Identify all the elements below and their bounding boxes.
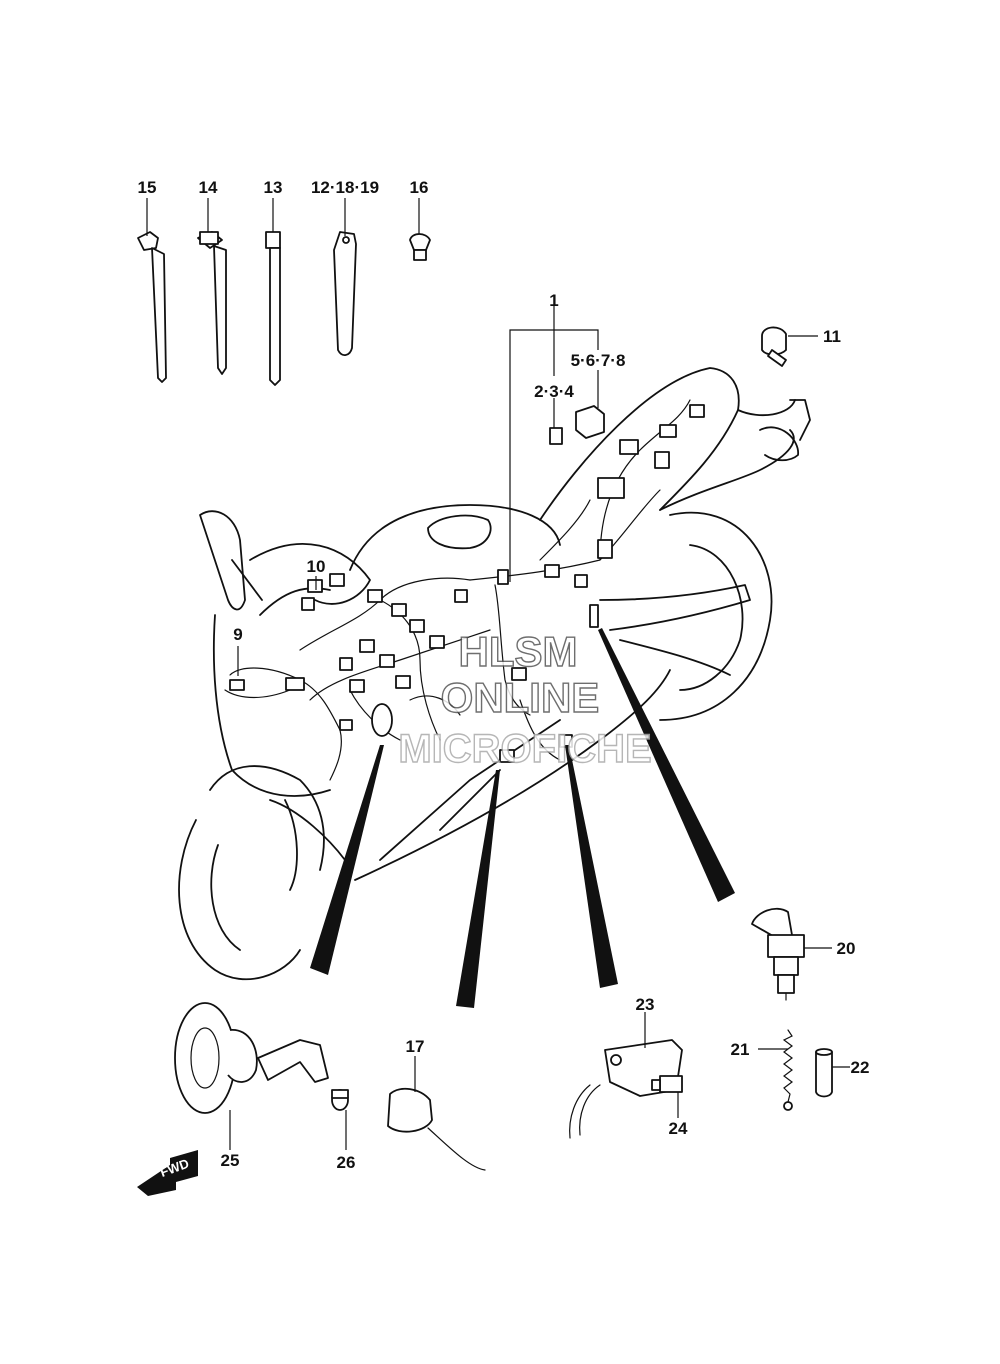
watermark-line-2: ONLINE (441, 674, 600, 721)
watermark-line-3: MICROFICHE (398, 727, 651, 771)
callout-12-18-19: 12·18·19 (311, 178, 379, 197)
callout-10: 10 (307, 557, 326, 576)
callout-24: 24 (669, 1119, 688, 1138)
cable-tie-15 (137, 231, 167, 383)
callout-labels: 15 14 13 12·18·19 16 1 5·6·7·8 2·3·4 11 … (138, 178, 870, 1172)
spring-21 (782, 1029, 793, 1111)
callout-26: 26 (337, 1153, 356, 1172)
callout-2-3-4: 2·3·4 (534, 382, 574, 401)
callout-9: 9 (233, 625, 242, 644)
callout-1: 1 (549, 291, 558, 310)
bolt-24 (651, 1075, 683, 1093)
callout-13: 13 (264, 178, 283, 197)
callout-17: 17 (406, 1037, 425, 1056)
relay-5 (575, 405, 605, 439)
switch-20 (751, 907, 805, 1001)
bolt-26 (331, 1089, 349, 1111)
callout-23: 23 (636, 995, 655, 1014)
band-12 (333, 231, 357, 356)
callout-11: 11 (823, 327, 841, 346)
fwd-arrow: FWD (137, 1150, 198, 1196)
callout-16: 16 (410, 178, 429, 197)
clamp-16 (409, 233, 431, 261)
fuse-2 (549, 427, 563, 445)
cable-tie-clip-14 (197, 231, 227, 375)
horn-25 (174, 1002, 329, 1114)
watermark: HLSM ONLINE MICROFICHE (398, 627, 653, 771)
pointer-wedges (310, 628, 735, 1008)
callout-25: 25 (221, 1151, 240, 1170)
callout-5-6-7-8: 5·6·7·8 (571, 351, 626, 370)
sleeve-22 (815, 1048, 833, 1098)
sensor-17 (387, 1087, 486, 1171)
watermark-line-1: HLSM (459, 628, 578, 675)
motorcycle-outline (178, 367, 811, 981)
cable-tie-13 (265, 231, 281, 386)
wiring-harness (224, 399, 705, 781)
callout-22: 22 (851, 1058, 870, 1077)
leader-lines (146, 198, 850, 1150)
callout-20: 20 (837, 939, 856, 958)
callout-14: 14 (199, 178, 218, 197)
clamp-11 (761, 326, 787, 367)
callout-21: 21 (731, 1040, 750, 1059)
callout-15: 15 (138, 178, 157, 197)
